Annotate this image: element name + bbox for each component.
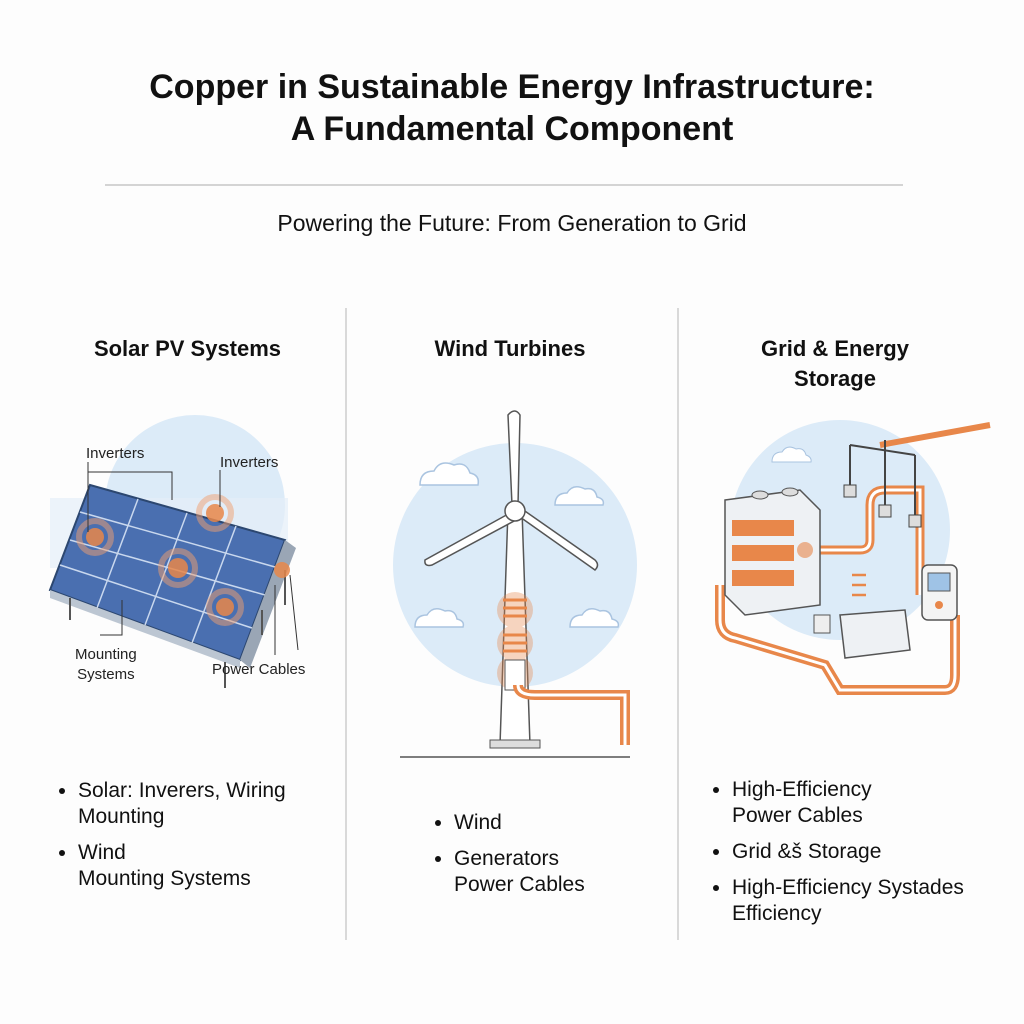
bullet-line: Grid &š Storage <box>732 840 882 863</box>
grid-heading-line-1: Grid & Energy <box>761 336 909 361</box>
subtitle: Powering the Future: From Generation to … <box>277 210 747 236</box>
solar-panel-illustration <box>48 415 299 688</box>
label-mounting-systems: Mounting Systems <box>75 645 137 685</box>
label-mounting-line: Mounting <box>75 646 137 663</box>
title-divider <box>105 184 903 186</box>
bullet-line: Solar: Inverers, Wiring <box>78 779 286 802</box>
wind-turbine-illustration <box>393 410 637 758</box>
bullet-item: Grid &š Storage <box>732 839 964 865</box>
label-systems-line: Systems <box>77 666 135 683</box>
title-line-1: Copper in Sustainable Energy Infrastruct… <box>149 68 875 106</box>
label-power-cables: Power Cables <box>212 661 306 678</box>
bullet-item: Wind <box>454 810 585 836</box>
bullet-line: Power Cables <box>732 804 863 827</box>
label-inverters-left: Inverters <box>86 445 145 462</box>
bullet-line: High-Efficiency <box>732 778 872 801</box>
bullet-line: High-Efficiency Systades <box>732 876 964 899</box>
title-line-2: A Fundamental Component <box>290 110 734 148</box>
label-inverters-right: Inverters <box>220 454 279 471</box>
bullet-line: Mounting <box>78 805 165 828</box>
bullet-line: Power Cables <box>454 873 585 896</box>
grid-heading-line-2: Storage <box>794 366 876 391</box>
column-divider <box>677 308 679 940</box>
bullet-line: Mounting Systems <box>78 867 251 890</box>
bullet-line: Generators <box>454 847 560 870</box>
wind-heading: Wind Turbines <box>434 336 586 361</box>
page-title: Copper in Sustainable Energy Infrastruct… <box>0 66 1024 150</box>
grid-heading: Grid & Energy Storage <box>690 334 980 394</box>
bullet-line: Wind <box>454 811 502 834</box>
solar-heading: Solar PV Systems <box>93 336 282 361</box>
bullet-line: Wind <box>78 841 126 864</box>
grid-storage-illustration <box>715 420 991 695</box>
bullet-line: Efficiency <box>732 902 822 925</box>
column-divider <box>345 308 347 940</box>
